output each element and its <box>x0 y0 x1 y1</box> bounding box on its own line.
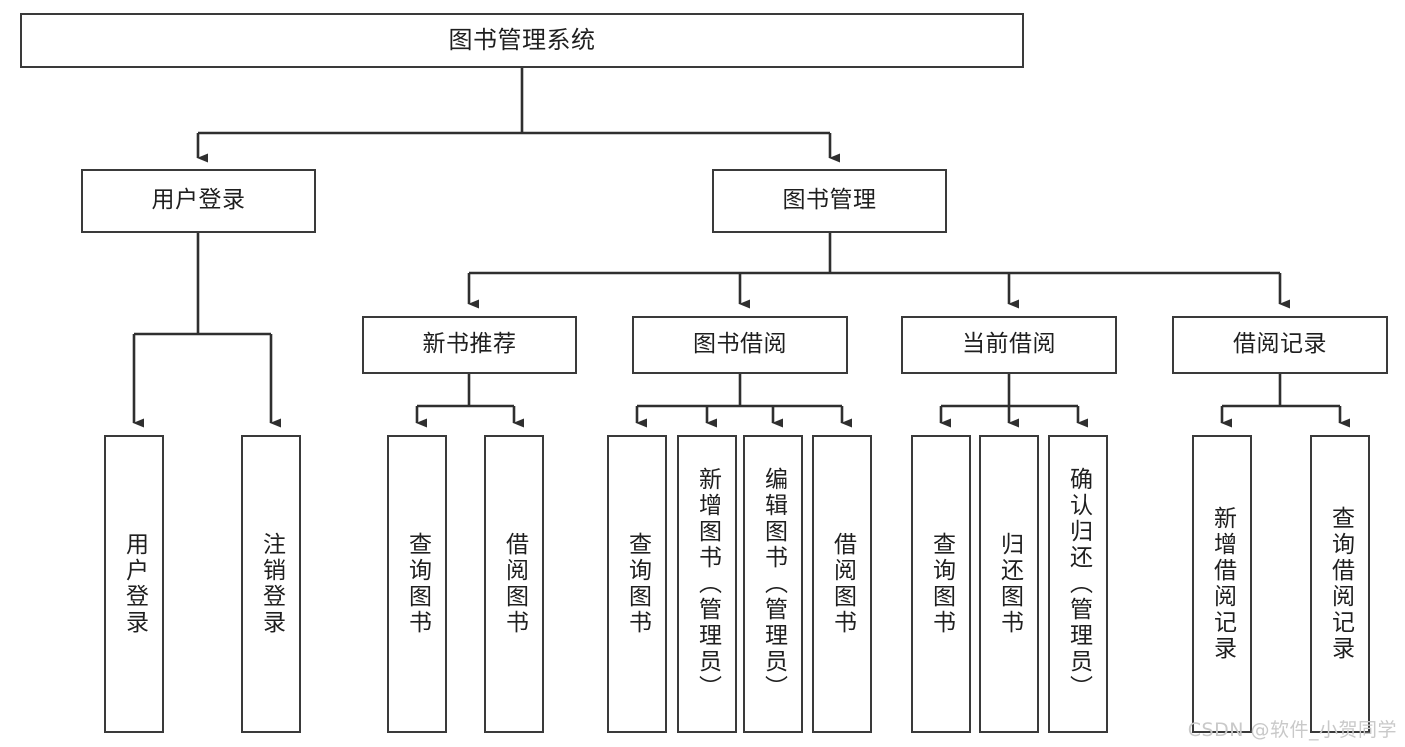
leaf-logout-label: 注销登录 <box>258 532 285 636</box>
leaf-record-query[interactable]: 查询借阅记录 <box>1310 435 1370 733</box>
leaf-record-add[interactable]: 新增借阅记录 <box>1192 435 1252 733</box>
node-root-system-label: 图书管理系统 <box>448 26 596 55</box>
leaf-borrow-lend-book[interactable]: 借阅图书 <box>812 435 872 733</box>
node-borrow-record[interactable]: 借阅记录 <box>1172 316 1388 374</box>
leaf-borrow-edit-book-label: 编辑图书（管理员） <box>760 467 787 701</box>
leaf-record-add-label: 新增借阅记录 <box>1209 506 1236 662</box>
node-user-login[interactable]: 用户登录 <box>81 169 316 233</box>
node-user-login-label: 用户登录 <box>151 187 246 214</box>
node-new-book-recommend-label: 新书推荐 <box>422 331 517 358</box>
leaf-recommend-query-book[interactable]: 查询图书 <box>387 435 447 733</box>
leaf-borrow-query-book-label: 查询图书 <box>624 532 651 636</box>
node-current-borrow[interactable]: 当前借阅 <box>901 316 1117 374</box>
leaf-borrow-add-book[interactable]: 新增图书（管理员） <box>677 435 737 733</box>
leaf-current-confirm-return-label: 确认归还（管理员） <box>1065 467 1092 701</box>
leaf-user-login-label: 用户登录 <box>121 532 148 636</box>
node-borrow-record-label: 借阅记录 <box>1233 331 1327 358</box>
leaf-current-return-book[interactable]: 归还图书 <box>979 435 1039 733</box>
leaf-recommend-borrow-book[interactable]: 借阅图书 <box>484 435 544 733</box>
leaf-borrow-edit-book[interactable]: 编辑图书（管理员） <box>743 435 803 733</box>
node-current-borrow-label: 当前借阅 <box>962 331 1056 358</box>
leaf-current-confirm-return[interactable]: 确认归还（管理员） <box>1048 435 1108 733</box>
csdn-watermark: CSDN @软件_小贺同学 <box>1187 719 1397 741</box>
node-root-system[interactable]: 图书管理系统 <box>20 13 1024 68</box>
leaf-current-return-book-label: 归还图书 <box>996 532 1023 636</box>
leaf-borrow-query-book[interactable]: 查询图书 <box>607 435 667 733</box>
leaf-current-query-book-label: 查询图书 <box>928 532 955 636</box>
leaf-borrow-lend-book-label: 借阅图书 <box>829 532 856 636</box>
node-book-borrow-label: 图书借阅 <box>693 331 787 358</box>
leaf-user-login[interactable]: 用户登录 <box>104 435 164 733</box>
node-new-book-recommend[interactable]: 新书推荐 <box>362 316 577 374</box>
leaf-record-query-label: 查询借阅记录 <box>1327 506 1354 662</box>
leaf-borrow-add-book-label: 新增图书（管理员） <box>694 467 721 701</box>
leaf-current-query-book[interactable]: 查询图书 <box>911 435 971 733</box>
leaf-recommend-borrow-book-label: 借阅图书 <box>501 532 528 636</box>
node-book-borrow[interactable]: 图书借阅 <box>632 316 848 374</box>
node-book-manage-label: 图书管理 <box>782 187 877 214</box>
leaf-recommend-query-book-label: 查询图书 <box>404 532 431 636</box>
leaf-logout[interactable]: 注销登录 <box>241 435 301 733</box>
node-book-manage[interactable]: 图书管理 <box>712 169 947 233</box>
